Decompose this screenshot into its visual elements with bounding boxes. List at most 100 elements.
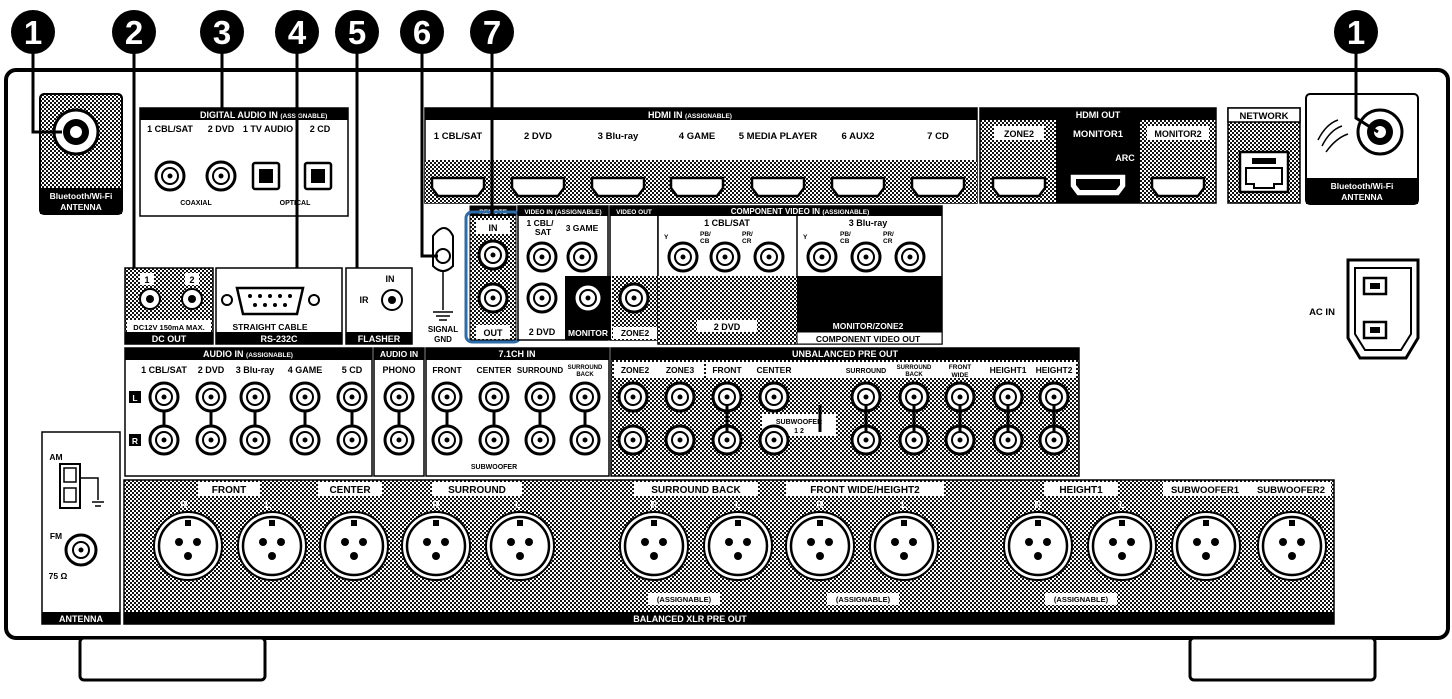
unbal-sb2: BACK [905,372,923,378]
digital-label-4: 2 CD [310,124,331,134]
xlr-assignable-2: (ASSIGNABLE) [836,595,891,604]
video-out-zone2: ZONE2 [621,328,650,338]
ch71-jack [478,424,510,456]
remote-in: IN [489,223,498,233]
unbal-sub: SUBWOOFER [776,419,822,426]
audio-in-jack-r [239,424,271,456]
ch71-title: 7.1CH IN [498,349,535,359]
unbal-jack [617,424,649,456]
unbal-sb1: SURROUND [897,365,932,371]
unbal-zone3: ZONE3 [666,365,695,375]
component-sub: (ASSIGNABLE) [822,209,869,216]
phono: AUDIO IN PHONO [373,347,425,477]
bt-antenna-right-label: Bluetooth/Wi-Fi [1331,181,1394,191]
bt-antenna-right: Bluetooth/Wi-Fi ANTENNA [1305,93,1419,205]
foot-left [78,636,267,682]
audio-in-jack-l [239,381,271,413]
xlr-fwh2: FRONT WIDE/HEIGHT2 [810,485,920,496]
video-out: VIDEO OUT MONITOR ZONE2 [565,205,659,341]
phono-jack-r [383,424,415,456]
xlr-h1-l: L [1119,500,1125,511]
xlr-jack [1171,511,1241,581]
xlr-jack [401,511,471,581]
antenna: AM FM 75 Ω ANTENNA [41,431,121,625]
flasher: IN IR FLASHER [345,267,413,345]
ch71-surround: SURROUND [517,366,563,375]
component-cbl: 1 CBL/SAT [704,218,750,228]
bt-antenna-sublabel: ANTENNA [60,202,102,212]
rs232c: STRAIGHT CABLE RS-232C [215,267,343,345]
unbal-front: FRONT [712,365,742,375]
xlr-jack [619,511,689,581]
component-title: COMPONENT VIDEO IN [731,207,821,216]
ch71-jack [478,381,510,413]
xlr-surround-r: R [432,500,440,511]
unbal-center: CENTER [757,365,792,375]
unbal-title: UNBALANCED PRE OUT [792,349,899,359]
component-cr-1: CR [742,238,752,245]
hdmi-in-label-5: 5 MEDIA PLAYER [739,131,818,142]
callout-5: 5 [348,14,366,51]
xlr-fwh2-r: R [816,500,824,511]
video-in: VIDEO IN (ASSIGNABLE) 1 CBL/ SAT 3 GAME … [517,205,609,341]
xlr-surround: SURROUND [448,485,506,496]
digital-sub: (ASSIGNABLE) [280,113,327,120]
xlr-jack [1003,511,1073,581]
callout-7: 7 [483,14,501,51]
digital-coaxial: COAXIAL [180,200,212,207]
svg-text:AUDIO IN (ASSIGNABLE): AUDIO IN (ASSIGNABLE) [203,349,293,359]
signal-gnd: SIGNAL GND [428,227,458,344]
ac-in-label: AC IN [1309,307,1335,318]
xlr-center: CENTER [329,485,371,496]
ch71-jack [524,424,556,456]
xlr-sb: SURROUND BACK [651,485,741,496]
audio-in-label-1: 1 CBL/SAT [141,365,187,375]
audio-in-label-5: 5 CD [342,365,363,375]
hdmi-in-label-3: 3 Blu-ray [598,131,639,142]
video-in-sub: (ASSIGNABLE) [555,209,602,216]
network-title: NETWORK [1239,111,1288,122]
xlr-front-l: L [265,500,271,511]
digital-optical: OPTICAL [280,200,311,207]
ch71-front: FRONT [432,365,462,375]
xlr-surround-l: L [515,500,521,511]
component-pb-1: PB/ [700,231,711,238]
ch71-subwoofer: SUBWOOFER [471,464,517,471]
digital-label-2: 2 DVD [208,124,235,134]
component-cr-2: CR [883,238,893,245]
svg-text:HDMI IN (ASSIGNABLE): HDMI IN (ASSIGNABLE) [648,110,732,120]
ch71-in: 7.1CH IN FRONT CENTER SURROUND SURROUND … [425,347,610,477]
audio-in-jack-l [289,381,321,413]
xlr-assignable-3: (ASSIGNABLE) [1054,595,1109,604]
svg-text:DIGITAL AUDIO IN (ASSIGNABLE): DIGITAL AUDIO IN (ASSIGNABLE) [200,110,327,120]
callout-3: 3 [213,14,231,51]
xlr-fwh2-l: L [901,500,907,511]
component-y-1: Y [664,234,669,241]
callout-1-right: 1 [1347,14,1365,51]
audio-in-r: R [132,436,138,446]
digital-audio-in: DIGITAL AUDIO IN (ASSIGNABLE) 1 CBL/SAT … [139,107,349,217]
ch71-sb2: BACK [576,372,594,378]
unbal-jack [711,424,743,456]
ch71-jack [569,381,601,413]
antenna-title: ANTENNA [59,614,103,624]
component-cb-2: CB [840,238,850,245]
rs232c-title: RS-232C [260,334,298,344]
xlr-h1: HEIGHT1 [1059,485,1103,496]
remote-out: OUT [484,328,504,338]
callout-leaders [31,50,1379,268]
ch71-jack [524,381,556,413]
video-in-game: 3 GAME [566,223,599,233]
component-bluray: 3 Blu-ray [849,218,888,228]
remote: REMOTE IN OUT [464,205,522,344]
component-in-jack [894,241,926,273]
component-in-jack [709,241,741,273]
bt-antenna-right-sublabel: ANTENNA [1341,192,1383,202]
unbal-zone2: ZONE2 [621,365,650,375]
xlr-jack [237,511,307,581]
audio-in-jack-r [289,424,321,456]
component-y-2: Y [803,234,808,241]
unbal-jack [758,424,790,456]
dc-out-2: 2 [189,275,194,285]
